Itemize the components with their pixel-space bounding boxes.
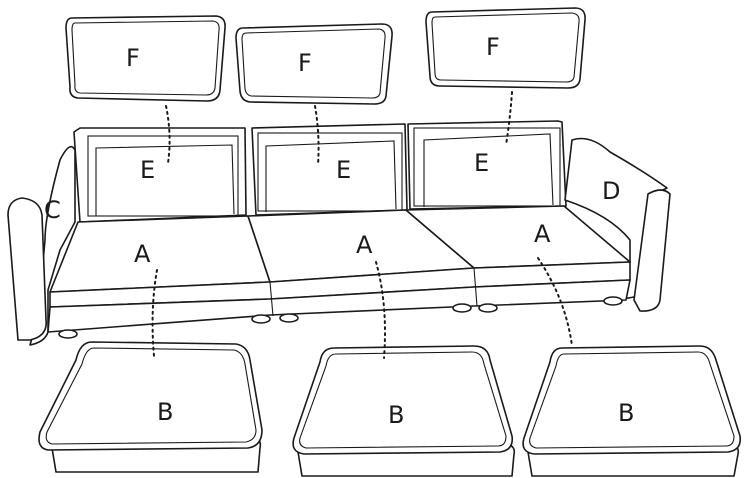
back-cushion-middle [236,24,392,104]
label-f-right: F [486,33,500,61]
label-a-middle: A [356,231,373,259]
label-e-middle: E [336,156,351,184]
label-b-left: B [157,398,173,426]
label-b-right: B [618,399,634,427]
label-d: D [602,177,620,205]
back-cushion-right [426,8,585,88]
label-c: C [44,196,61,224]
label-e-right: E [474,149,489,177]
label-e-left: E [140,156,155,184]
label-a-right: A [534,220,551,248]
back-cushion-left [66,16,225,101]
left-arm [8,198,46,340]
seat-cushion-left [39,342,262,472]
sofa-frame [8,121,670,345]
label-f-middle: F [298,49,312,77]
label-f-left: F [126,44,140,72]
seat-left [50,216,270,292]
back-frame-middle [252,124,407,215]
label-b-middle: B [388,401,404,429]
label-a-left: A [134,240,151,268]
back-frame-left [74,128,246,222]
